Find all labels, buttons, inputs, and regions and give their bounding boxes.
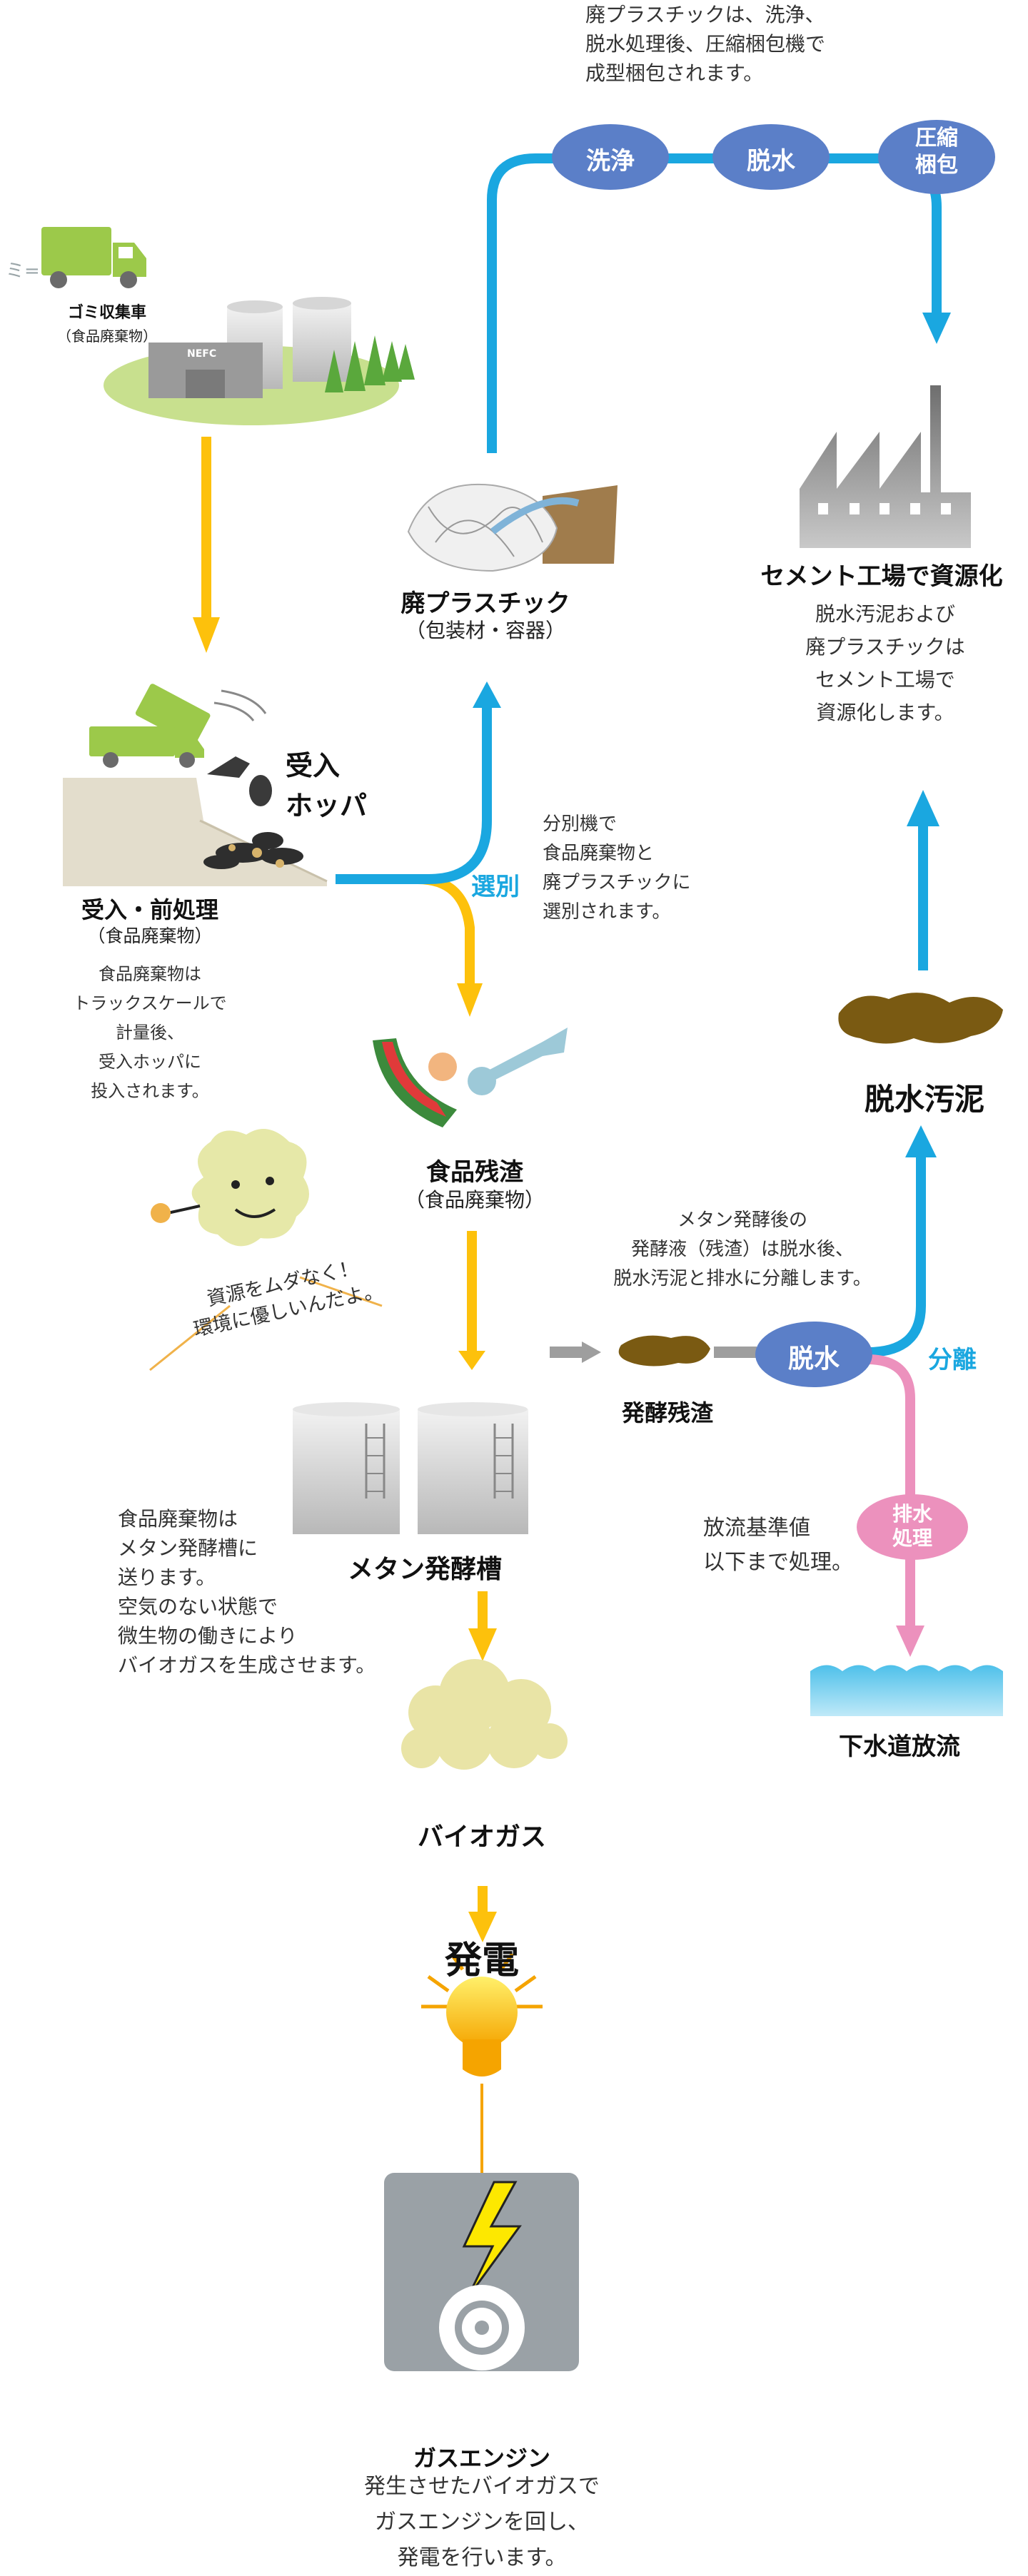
- methane-fermentation-tank-icon: [293, 1402, 528, 1534]
- separation-label: 分離: [928, 1346, 977, 1374]
- gas-engine-description: 発生させたバイオガスで ガスエンジンを回し、 発電を行います。: [364, 2474, 600, 2570]
- food-residue-title: 食品残渣: [426, 1158, 523, 1187]
- fermentation-residue-description: メタン発酵後の 発酵液（残渣）は脱水後、 脱水汚泥と排水に分離します。: [613, 1210, 872, 1289]
- fermentation-residue-icon: [618, 1335, 710, 1366]
- gas-engine-icon: [384, 2173, 579, 2371]
- wastewater-treatment-label: 排水 処理: [892, 1502, 932, 1550]
- pink-flow-line-wastewater: [867, 1354, 924, 1657]
- blue-flow-line-plastic: [336, 681, 501, 884]
- food-residue-icon: [373, 1028, 568, 1127]
- biogas-title: バイオガス: [417, 1822, 546, 1852]
- garbage-truck-icon: ミ=: [6, 227, 146, 288]
- sorting-label: 選別: [471, 873, 520, 901]
- truck-label: ゴミ収集車: [67, 304, 146, 322]
- cement-description: 脱水汚泥および 廃プラスチックは セメント工場で 資源化します。: [805, 602, 965, 724]
- fermentation-description: 食品廃棄物は メタン発酵槽に 送ります。 空気のない状態で 微生物の働きにより …: [118, 1507, 376, 1677]
- receiving-sub: （食品廃棄物）: [87, 926, 213, 946]
- gas-engine-title: ガスエンジン: [413, 2445, 550, 2472]
- hopper-label: 受入 ホッパ: [286, 750, 368, 821]
- receiving-hopper-icon: [63, 684, 328, 886]
- sludge-icon: [838, 993, 1003, 1044]
- sorting-description: 分別機で 食品廃棄物と 廃プラスチックに 選別されます。: [543, 813, 691, 923]
- fermentation-tank-title: メタン発酵槽: [347, 1555, 502, 1584]
- sewer-discharge-title: 下水道放流: [839, 1733, 960, 1761]
- plastic-sub: （包装材・容器）: [405, 619, 565, 642]
- blue-flow-line-sludge-to-cement: [907, 790, 939, 970]
- step-compress-label: 圧縮 梱包: [915, 126, 958, 178]
- step-dehydrate-label: 脱水: [747, 147, 795, 176]
- blue-flow-line-sludge: [867, 1125, 937, 1357]
- power-title: 発電: [444, 1939, 519, 1982]
- sludge-title: 脱水汚泥: [864, 1082, 984, 1117]
- truck-sub: （食品廃棄物）: [57, 328, 157, 345]
- biogas-cloud-icon: [401, 1659, 568, 1770]
- cement-factory-icon: [800, 385, 971, 548]
- receiving-title: 受入・前処理: [81, 896, 218, 923]
- facility-icon: [104, 297, 415, 425]
- water-icon: [810, 1665, 1003, 1716]
- receiving-description: 食品廃棄物は トラックスケールで 計量後、 受入ホッパに 投入されます。: [73, 964, 227, 1101]
- plastic-note: 廃プラスチックは、洗浄、 脱水処理後、圧縮梱包機で 成型梱包されます。: [585, 3, 826, 85]
- cement-title: セメント工場で資源化: [760, 562, 1003, 591]
- light-bulb-icon: [421, 1952, 543, 2180]
- food-residue-sub: （食品廃棄物）: [404, 1188, 545, 1212]
- step-wash-label: 洗浄: [586, 147, 635, 176]
- yellow-flow-lines: [193, 437, 497, 1942]
- fermentation-residue-label: 発酵残渣: [621, 1399, 713, 1426]
- gray-flow-arrows: [550, 1342, 757, 1363]
- facility-sign: NEFC: [187, 348, 217, 360]
- blue-flow-line-cement: [487, 153, 951, 453]
- wastewater-description: 放流基準値 以下まで処理。: [703, 1516, 853, 1575]
- ferment-dehydrate-label: 脱水: [787, 1344, 840, 1374]
- plastic-waste-icon: [407, 483, 618, 572]
- mascot-icon: [149, 1129, 383, 1371]
- plastic-title: 廃プラスチック: [400, 589, 570, 618]
- svg-text:ミ=: ミ=: [6, 260, 40, 282]
